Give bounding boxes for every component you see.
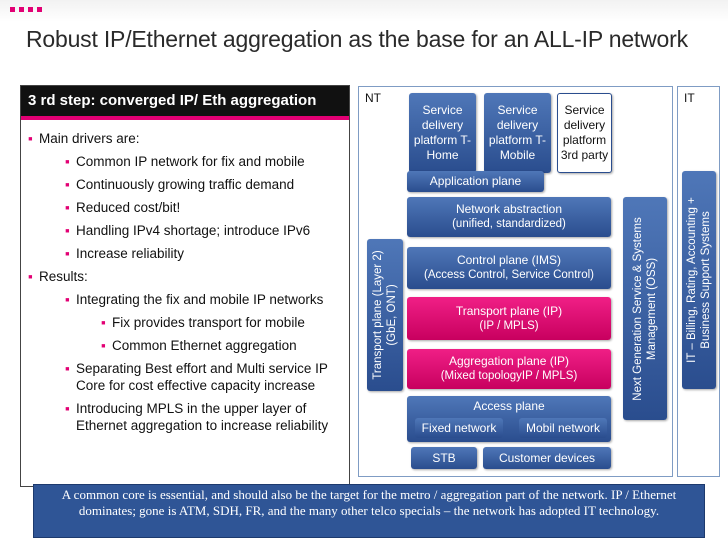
transport-plane-label: Transport plane (IP) [455,303,563,318]
transport-plane-sub: (IP / MPLS) [479,319,539,332]
bullet-item: Results: [28,268,349,285]
slide-title: Robust IP/Ethernet aggregation as the ba… [26,26,688,52]
brand-dot [10,7,15,12]
aggregation-plane-block: Aggregation plane (IP) (Mixed topologyIP… [407,349,611,389]
nt-region: NT Service delivery platform T-Home Serv… [358,86,673,477]
transport-layer2-text: Transport plane (Layer 2) (GbE, ONT) [371,250,399,379]
network-abstraction-sub: (unified, standardized) [452,218,566,230]
top-brand-bar [0,0,728,22]
bullet-item: Fix provides transport for mobile [101,314,349,331]
transport-layer2-sub: (GbE, ONT) [386,284,398,346]
bullet-item: Common IP network for fix and mobile [65,153,349,170]
stb-block: STB [411,447,477,469]
summary-caption: A common core is essential, and should a… [33,484,705,538]
sdp-3rd-party-block: Service delivery platform 3rd party [557,93,612,173]
brand-dot [37,7,42,12]
sdp-thome-block: Service delivery platform T-Home [409,93,476,173]
bullet-item: Continuously growing traffic demand [65,176,349,193]
architecture-diagram: NT Service delivery platform T-Home Serv… [358,86,720,477]
aggregation-plane-sub: (Mixed topologyIP / MPLS) [440,370,578,382]
mobil-network-block: Mobil network [519,418,607,438]
bullet-item: Common Ethernet aggregation [101,337,349,354]
oss-line-2: Management (OSS) [646,257,658,360]
left-panel-heading: 3 rd step: converged IP/ Eth aggregation [21,86,349,116]
control-plane-block: Control plane (IMS) (Access Control, Ser… [407,247,611,289]
bullet-item: Introducing MPLS in the upper layer of E… [65,400,341,434]
customer-devices-block: Customer devices [483,447,611,469]
bullet-item: Separating Best effort and Multi service… [65,360,341,394]
oss-block: Next Generation Service & Systems Manage… [623,197,667,420]
oss-line-1: Next Generation Service & Systems [632,216,644,401]
bss-line-1: IT – Billing, Rating, Accounting + [686,197,698,363]
sdp-tmobile-block: Service delivery platform T-Mobile [484,93,551,173]
bss-block: IT – Billing, Rating, Accounting + Busin… [682,171,716,389]
application-plane-block: Application plane [407,171,544,192]
control-plane-label: Control plane (IMS) [456,253,562,267]
brand-dot [19,7,24,12]
bullet-item: Reduced cost/bit! [65,199,349,216]
bullet-item: Increase reliability [65,245,349,262]
bullet-list: Main drivers are: Common IP network for f… [21,120,349,434]
access-plane-label: Access plane [473,399,545,413]
it-label: IT [684,91,695,105]
bss-line-2: Business Support Systems [700,211,712,349]
brand-dot [28,7,33,12]
bss-text: IT – Billing, Rating, Accounting + Busin… [685,197,713,363]
transport-plane-block: Transport plane (IP) (IP / MPLS) [407,297,611,340]
bullet-item: Main drivers are: [28,130,349,147]
control-plane-sub: (Access Control, Service Control) [424,269,594,281]
network-abstraction-label: Network abstraction [455,202,563,216]
brand-dots [10,7,42,12]
aggregation-plane-label: Aggregation plane (IP) [448,354,570,368]
left-panel: 3 rd step: converged IP/ Eth aggregation… [20,85,350,487]
bullet-item: Handling IPv4 shortage; introduce IPv6 [65,222,349,239]
fixed-network-block: Fixed network [415,418,503,438]
nt-label: NT [365,91,381,105]
transport-layer2-label: Transport plane (Layer 2) [372,250,384,380]
bullet-item: Integrating the fix and mobile IP networ… [65,291,349,308]
network-abstraction-block: Network abstraction (unified, standardiz… [407,197,611,237]
transport-layer2-block: Transport plane (Layer 2) (GbE, ONT) [367,239,403,391]
it-region: IT IT – Billing, Rating, Accounting + Bu… [677,86,720,477]
oss-text: Next Generation Service & Systems Manage… [631,217,659,400]
heading-accent-line [21,116,349,120]
